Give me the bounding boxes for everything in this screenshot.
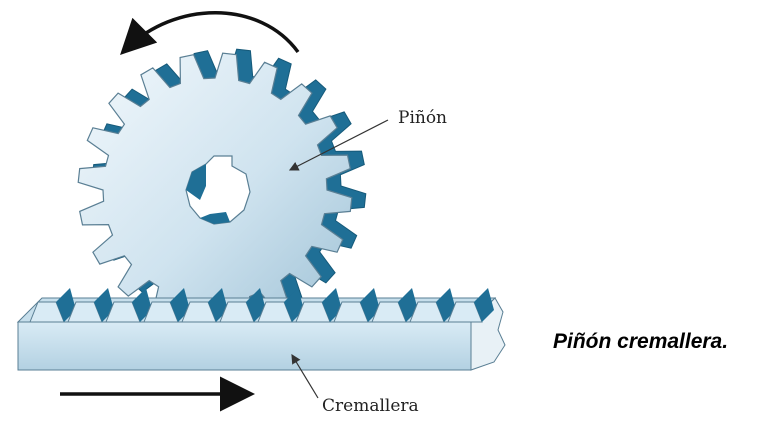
rack-label: Cremallera	[322, 396, 419, 416]
rotation-arrow	[125, 13, 298, 52]
rack-bar	[18, 288, 505, 370]
pinion-gear	[78, 49, 366, 327]
pinion-label: Piñón	[398, 108, 447, 128]
figure-caption: Piñón cremallera.	[553, 330, 728, 354]
